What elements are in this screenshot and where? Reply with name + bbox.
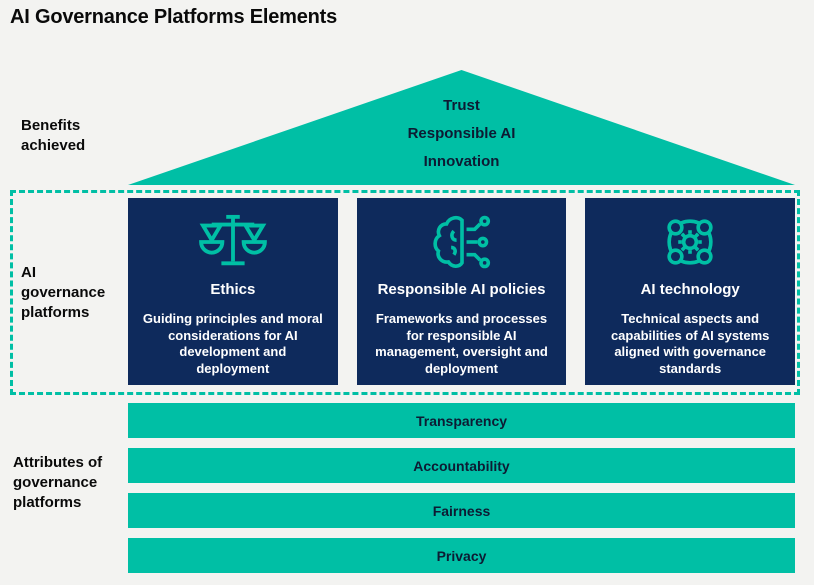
card-ai-technology: AI technology Technical aspects and capa…: [585, 198, 796, 385]
benefits-achieved-label: Benefits achieved: [21, 117, 86, 154]
pyramid-line-responsible-ai: Responsible AI: [407, 125, 516, 142]
page-title: AI Governance Platforms Elements: [10, 6, 338, 28]
attribute-bar-privacy: Privacy: [128, 538, 795, 573]
ai-governance-platforms-label: AI governance platforms: [21, 264, 106, 321]
card-description: Technical aspects and capabilities of AI…: [610, 311, 770, 376]
attribute-bar-label: Accountability: [413, 457, 510, 474]
scales-icon: [138, 213, 328, 271]
attribute-bar-accountability: Accountability: [128, 448, 795, 483]
governance-platforms-dashed-box: [10, 190, 800, 395]
card-description: Frameworks and processes for responsible…: [375, 311, 548, 376]
card-title: Ethics: [210, 281, 256, 298]
attribute-bar-label: Privacy: [436, 547, 487, 564]
pyramid-line-trust: Trust: [443, 97, 480, 114]
benefits-pyramid-text: Trust Responsible AI Innovation: [128, 96, 795, 180]
pyramid-line-innovation: Innovation: [423, 153, 500, 170]
card-description: Guiding principles and moral considerati…: [142, 311, 323, 376]
attribute-bar-fairness: Fairness: [128, 493, 795, 528]
gear-network-icon: [595, 213, 785, 271]
attribute-bar-transparency: Transparency: [128, 403, 795, 438]
attribute-bar-label: Transparency: [415, 412, 508, 429]
attributes-of-governance-platforms-label: Attributes of governance platforms: [13, 454, 103, 511]
card-ethics: Ethics Guiding principles and moral cons…: [128, 198, 338, 385]
cards-row: Ethics Guiding principles and moral cons…: [128, 198, 796, 385]
attribute-bars: Transparency Accountability Fairness Pri…: [128, 403, 795, 583]
card-title: AI technology: [640, 281, 740, 298]
card-title: Responsible AI policies: [377, 281, 546, 298]
card-responsible-ai-policies: Responsible AI policies Frameworks and p…: [356, 198, 567, 385]
brain-circuit-icon: [367, 213, 557, 271]
attribute-bar-label: Fairness: [432, 502, 491, 519]
